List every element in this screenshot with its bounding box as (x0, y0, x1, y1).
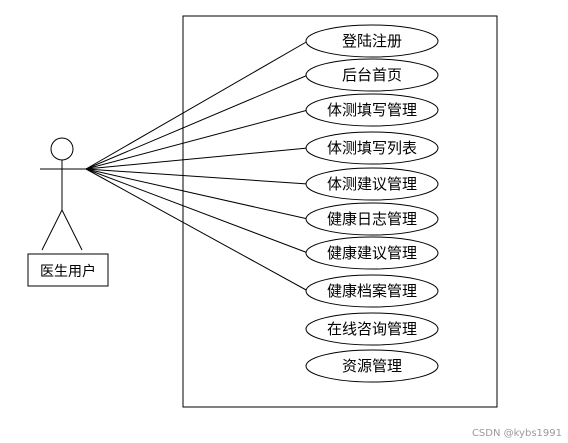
use-case-ellipse (305, 312, 439, 346)
use-case-ellipse (305, 131, 439, 165)
association-line (85, 109, 309, 170)
use-case-ellipse (305, 274, 439, 308)
association-lines (85, 40, 309, 292)
use-case-ellipse (305, 24, 439, 58)
use-case: 健康建议管理 (305, 236, 439, 270)
use-case-label: 体测建议管理 (327, 175, 417, 193)
use-case: 健康档案管理 (305, 274, 439, 308)
use-case: 登陆注册 (305, 24, 439, 58)
association-line (85, 168, 309, 185)
actor-head (50, 137, 74, 161)
use-case-ellipse (305, 167, 439, 201)
use-case-ellipse (305, 93, 439, 127)
actor-label: 医生用户 (40, 263, 96, 280)
use-case-label: 在线咨询管理 (327, 320, 417, 338)
use-case-ellipse (305, 349, 439, 383)
use-cases: 登陆注册后台首页体测填写管理体测填写列表体测建议管理健康日志管理健康建议管理健康… (305, 24, 439, 383)
use-case-label: 资源管理 (342, 357, 402, 375)
association-line (85, 168, 309, 254)
use-case-label: 登陆注册 (342, 32, 402, 50)
use-case-ellipse (305, 202, 439, 236)
watermark: CSDN @kybs1991 (471, 428, 562, 439)
association-line (85, 147, 309, 170)
use-case-label: 后台首页 (342, 66, 402, 84)
actor-right-leg (61, 209, 83, 251)
use-case-label: 健康日志管理 (327, 210, 417, 228)
use-case: 体测填写列表 (305, 131, 439, 165)
use-case-label: 健康档案管理 (327, 282, 417, 300)
actor-doctor-user: 医生用户 (27, 137, 109, 287)
use-case: 在线咨询管理 (305, 312, 439, 346)
use-case: 健康日志管理 (305, 202, 439, 236)
association-line (85, 40, 309, 170)
association-line (85, 168, 309, 220)
use-case-label: 健康建议管理 (327, 244, 417, 262)
use-case-label: 体测填写列表 (327, 139, 417, 157)
use-case: 体测填写管理 (305, 93, 439, 127)
actor-left-leg (41, 209, 63, 251)
use-case-ellipse (305, 236, 439, 270)
association-line (85, 74, 309, 170)
use-case: 体测建议管理 (305, 167, 439, 201)
use-case-ellipse (305, 58, 439, 92)
use-case-label: 体测填写管理 (327, 101, 417, 119)
use-case: 后台首页 (305, 58, 439, 92)
use-case: 资源管理 (305, 349, 439, 383)
actor-label-box (27, 253, 109, 287)
association-line (85, 168, 309, 292)
